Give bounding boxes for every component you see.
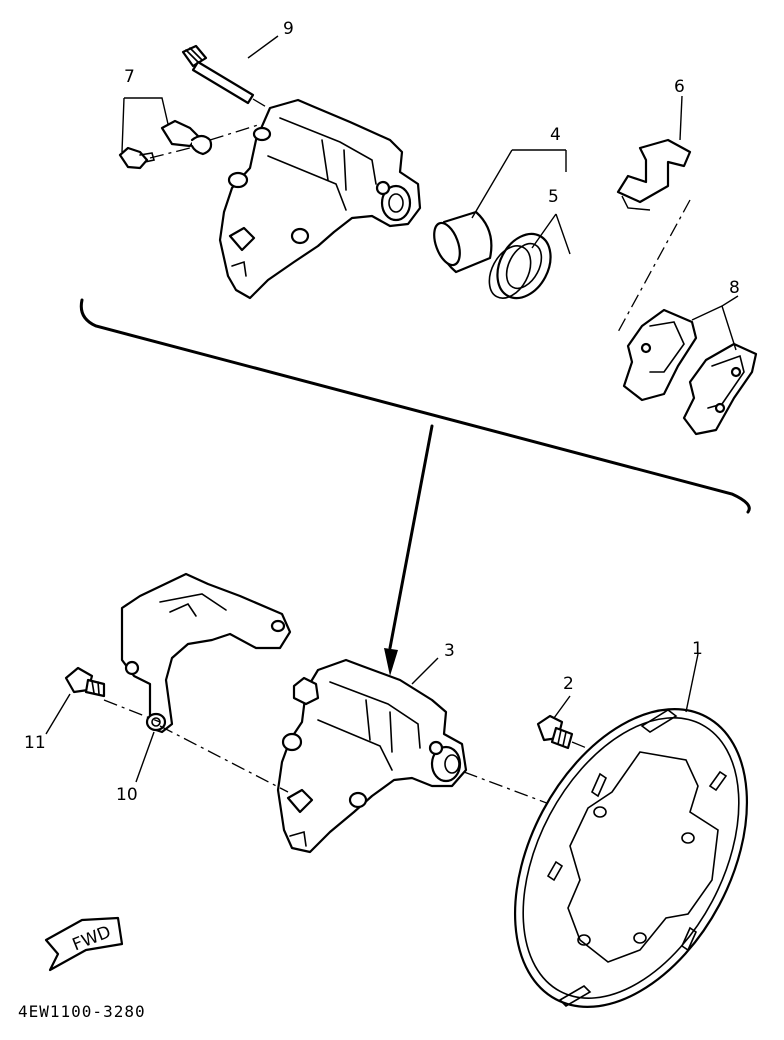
detail-group-bracket bbox=[79, 298, 751, 514]
caliper-bracket bbox=[120, 572, 292, 734]
part-5-seals bbox=[488, 232, 552, 300]
callout-8: 8 bbox=[729, 278, 740, 298]
caliper-body-detail bbox=[218, 98, 422, 300]
drawing-code: 4EW1100-3280 bbox=[18, 1002, 146, 1021]
leader-lines bbox=[45, 35, 739, 783]
part-3-caliper-assembly bbox=[159, 658, 561, 854]
part-9-pin-bolt bbox=[181, 44, 269, 109]
callout-11: 11 bbox=[24, 733, 46, 753]
part-11-bracket-bolt bbox=[64, 666, 161, 723]
callout-9: 9 bbox=[283, 19, 294, 39]
callout-4: 4 bbox=[550, 125, 561, 145]
part-2-disc-bolt bbox=[536, 714, 607, 757]
callout-7: 7 bbox=[124, 67, 135, 87]
callout-2: 2 bbox=[563, 674, 574, 694]
callout-1: 1 bbox=[692, 639, 703, 659]
part-7-bleeder bbox=[118, 119, 259, 170]
callout-6: 6 bbox=[674, 77, 685, 97]
part-1-brake-disc bbox=[513, 708, 749, 1008]
callout-10: 10 bbox=[116, 785, 138, 805]
part-4-piston bbox=[433, 210, 493, 274]
callout-labels: 1 2 3 4 5 6 7 8 9 10 11 bbox=[24, 19, 740, 805]
assembly-arrow bbox=[384, 424, 434, 676]
forward-arrow-icon: FWD bbox=[44, 916, 124, 972]
callout-3: 3 bbox=[444, 641, 455, 661]
part-8-brake-pads bbox=[617, 199, 758, 436]
part-6-pad-spring bbox=[616, 138, 692, 211]
callout-5: 5 bbox=[548, 187, 559, 207]
